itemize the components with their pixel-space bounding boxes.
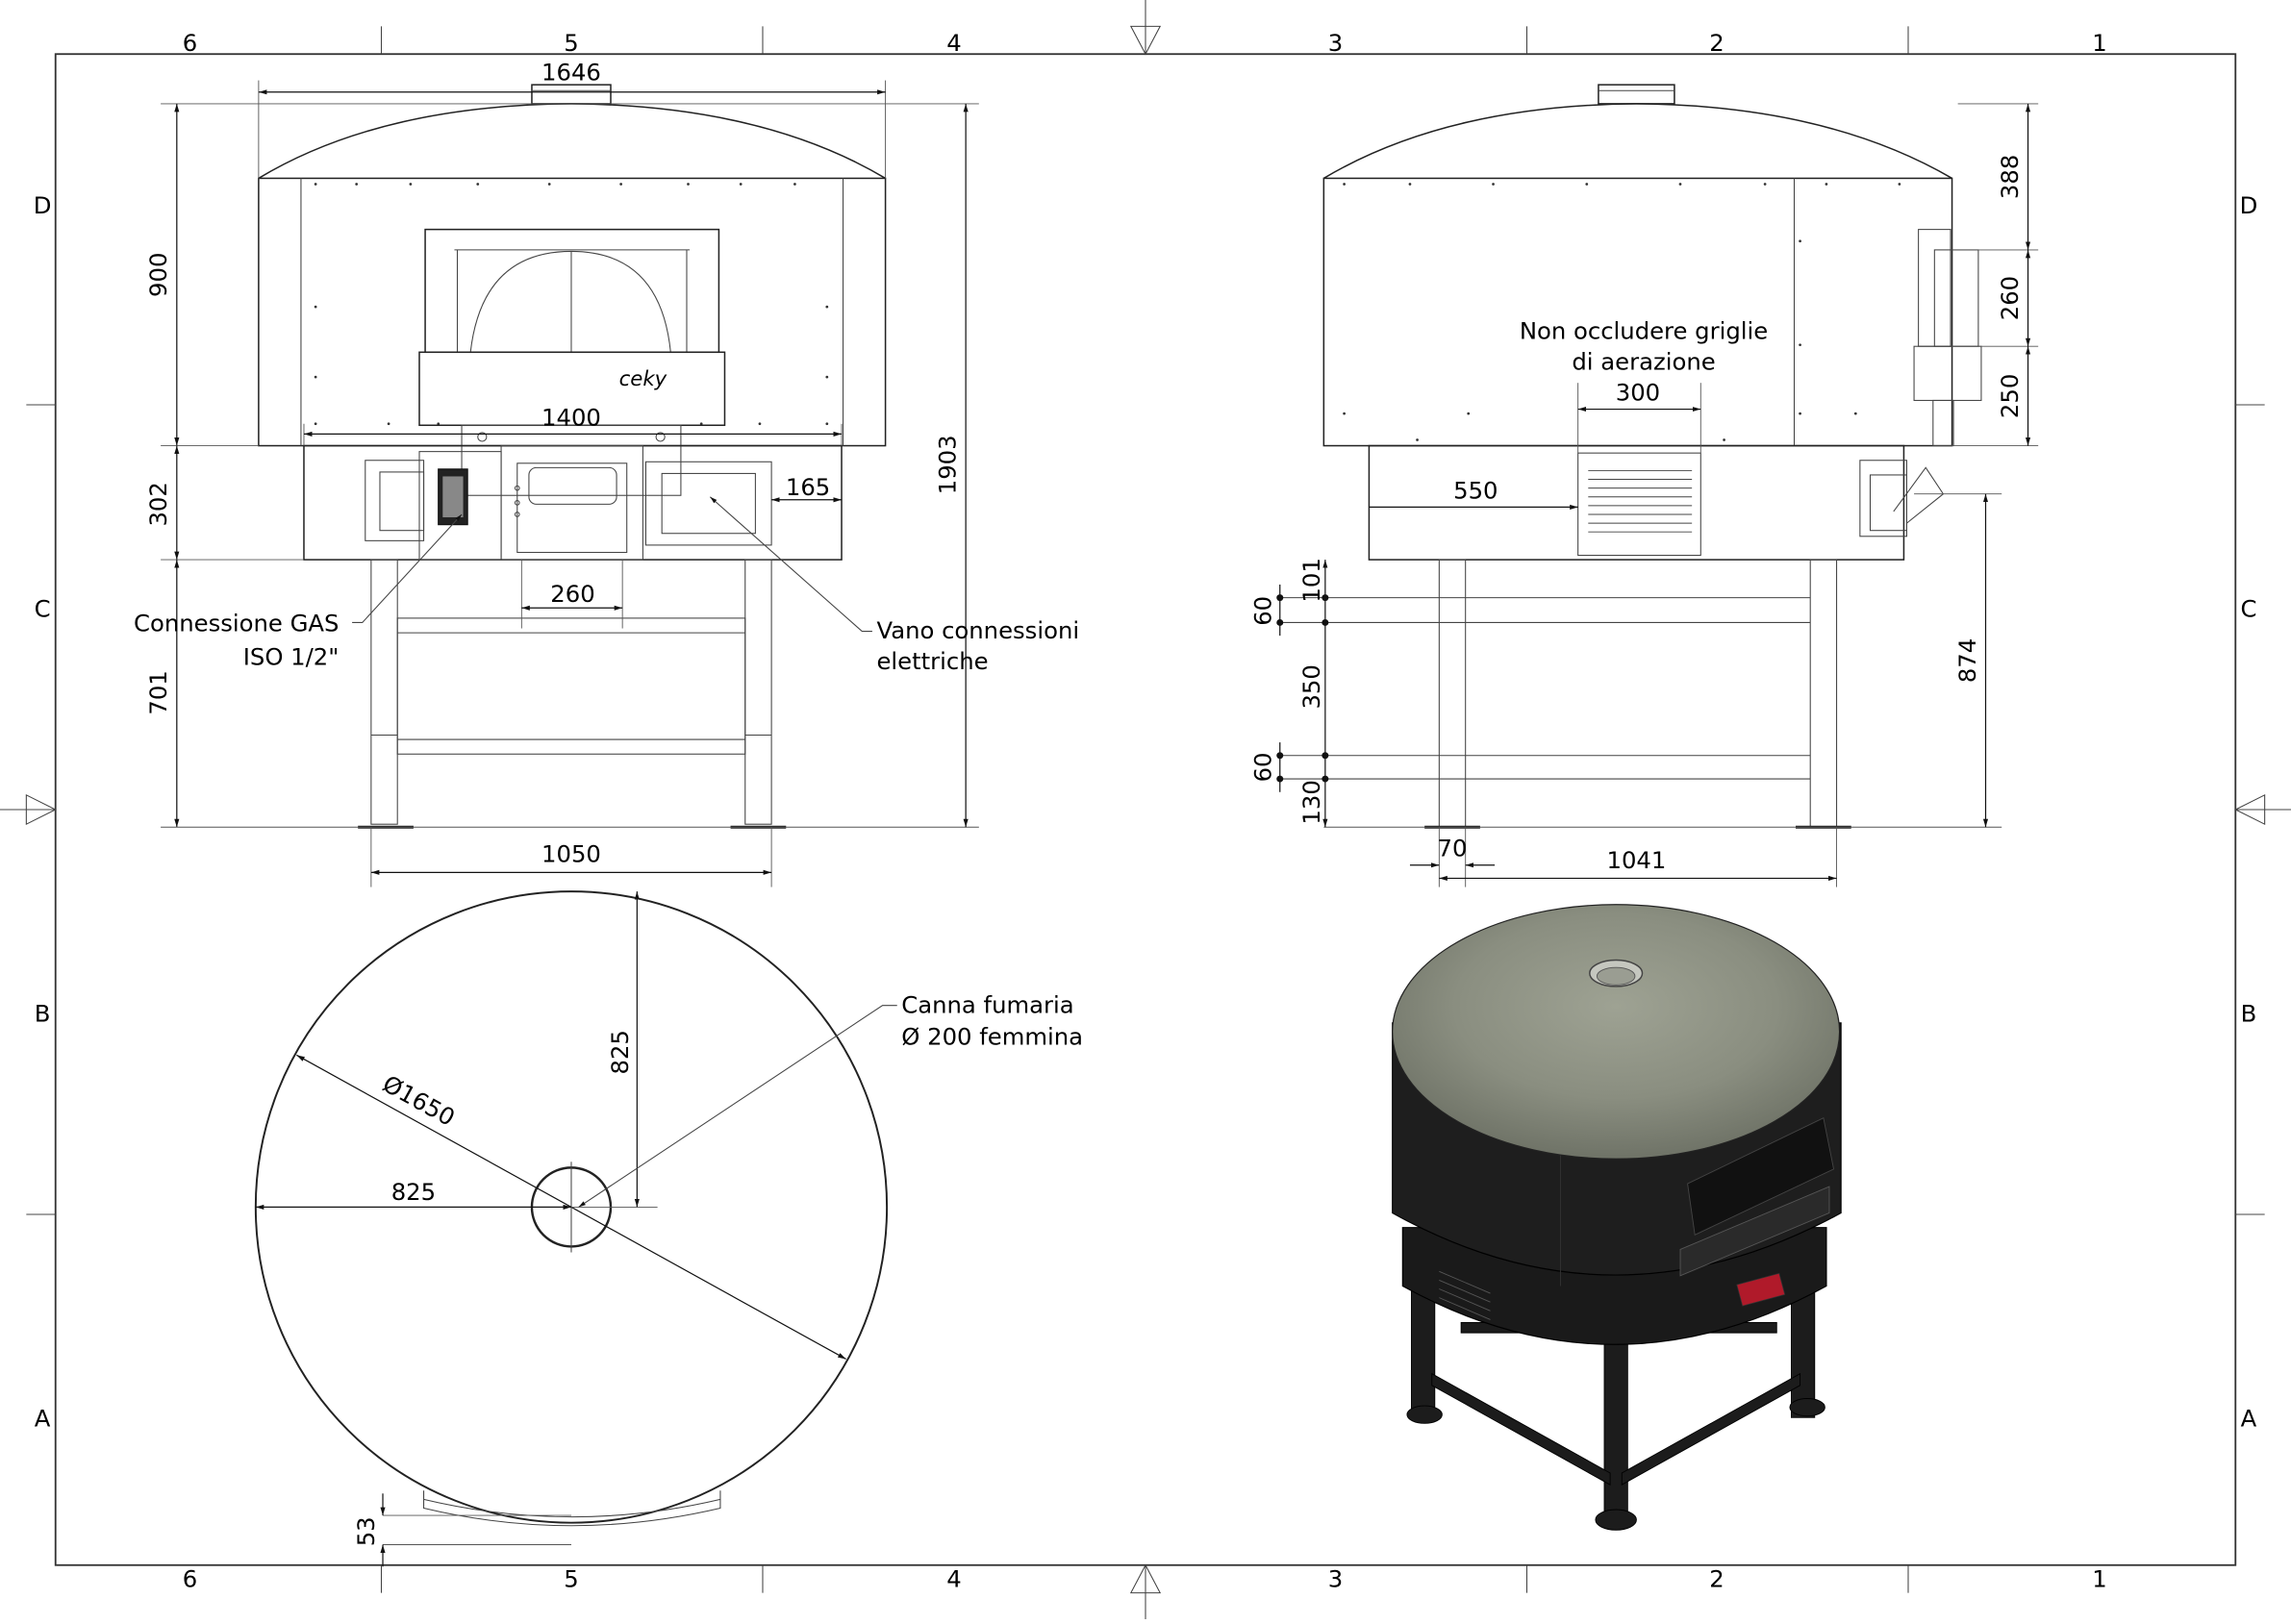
dim-lower-section: 250	[1996, 374, 2024, 418]
brand-logo: ceky	[619, 367, 667, 391]
callout-vent-line1: Non occludere griglie	[1520, 317, 1768, 345]
dim-stand-height: 701	[144, 670, 172, 714]
ventilation-grille	[1577, 452, 1701, 557]
front-view: ceky 1646	[134, 59, 1079, 887]
center-door	[516, 462, 628, 554]
callout-flue-line1: Canna fumaria	[901, 990, 1073, 1018]
dim-stand-top: 101	[1297, 558, 1325, 602]
dim-dome-height: 388	[1996, 155, 2024, 199]
dim-overall-width: 1646	[541, 59, 601, 87]
callout-gas-line2: ISO 1/2"	[243, 643, 340, 671]
dim-rail-gap: 350	[1297, 664, 1325, 709]
svg-text:6: 6	[183, 29, 197, 57]
dim-body-height: 900	[144, 253, 172, 297]
flue-collar-side	[1598, 84, 1675, 105]
dim-vent-width: 300	[1616, 378, 1660, 406]
callout-flue-line2: Ø 200 femmina	[901, 1023, 1083, 1051]
dim-door-protrusion: 53	[352, 1516, 380, 1546]
zone-labels-top: 6 5 4 3 2 1	[183, 29, 2107, 57]
svg-text:B: B	[2241, 999, 2257, 1027]
svg-text:D: D	[34, 191, 52, 219]
callout-gas-line1: Connessione GAS	[134, 610, 339, 637]
dim-vent-offset: 550	[1453, 476, 1498, 504]
dim-leg-depth: 1041	[1607, 846, 1667, 874]
dim-rail-lower: 60	[1249, 752, 1277, 782]
dome-top	[1392, 904, 1841, 1160]
dim-panel-height: 874	[1953, 638, 1981, 683]
top-view: Ø1650 825 825 Canna fumaria Ø 200 femmin…	[254, 890, 1083, 1567]
svg-text:1: 1	[2092, 29, 2106, 57]
door-frame	[424, 228, 720, 354]
callout-electric-line1: Vano connessioni	[876, 616, 1079, 644]
oven-base-side	[1368, 444, 1905, 561]
svg-text:3: 3	[1328, 29, 1343, 57]
zone-labels-bottom: 6 5 4 3 2 1	[183, 1565, 2107, 1593]
electrical-panel	[644, 461, 772, 546]
dim-rail-upper: 60	[1249, 596, 1277, 626]
dim-radius-vertical: 825	[606, 1030, 634, 1074]
dim-leg-spacing: 1050	[541, 840, 601, 868]
iso-oven-door	[1687, 1117, 1835, 1236]
side-view: 388 260 250 874 Non occludere griglie di…	[1249, 84, 2039, 887]
dim-door-opening: 260	[550, 580, 594, 608]
svg-text:4: 4	[946, 1565, 961, 1593]
zone-labels-left: D C B A	[34, 191, 52, 1432]
dim-panel-margin: 165	[786, 473, 830, 501]
svg-text:D: D	[2240, 191, 2258, 219]
callout-vent-line2: di aerazione	[1572, 348, 1715, 376]
dim-inner-width: 1400	[541, 403, 601, 431]
isometric-view	[1392, 904, 1842, 1531]
svg-text:C: C	[35, 594, 51, 622]
zone-labels-right: D C B A	[2240, 191, 2258, 1432]
flue-collar	[531, 84, 612, 105]
svg-text:B: B	[35, 999, 51, 1027]
control-panel	[1736, 1272, 1786, 1307]
svg-text:2: 2	[1709, 1565, 1724, 1593]
svg-text:C: C	[2240, 594, 2256, 622]
svg-text:4: 4	[946, 29, 961, 57]
side-stand	[1279, 559, 2002, 829]
dim-overall-height: 1903	[934, 435, 962, 494]
svg-text:A: A	[35, 1404, 51, 1432]
svg-text:5: 5	[564, 29, 578, 57]
svg-text:5: 5	[564, 1565, 578, 1593]
callout-electric-line2: elettriche	[876, 647, 988, 675]
dim-foot-clearance: 130	[1297, 780, 1325, 824]
dim-leg-width: 70	[1438, 835, 1468, 862]
dim-chimney-section: 260	[1996, 276, 2024, 320]
svg-text:2: 2	[1709, 29, 1724, 57]
svg-text:A: A	[2241, 1404, 2257, 1432]
dim-radius-horizontal: 825	[391, 1178, 436, 1206]
dome-outline-side	[1322, 103, 1952, 180]
oven-mouth-arch	[469, 250, 671, 353]
dim-base-height: 302	[144, 482, 172, 526]
svg-text:1: 1	[2092, 1565, 2106, 1593]
dome-outline	[258, 103, 886, 180]
svg-text:6: 6	[183, 1565, 197, 1593]
svg-text:3: 3	[1328, 1565, 1343, 1593]
